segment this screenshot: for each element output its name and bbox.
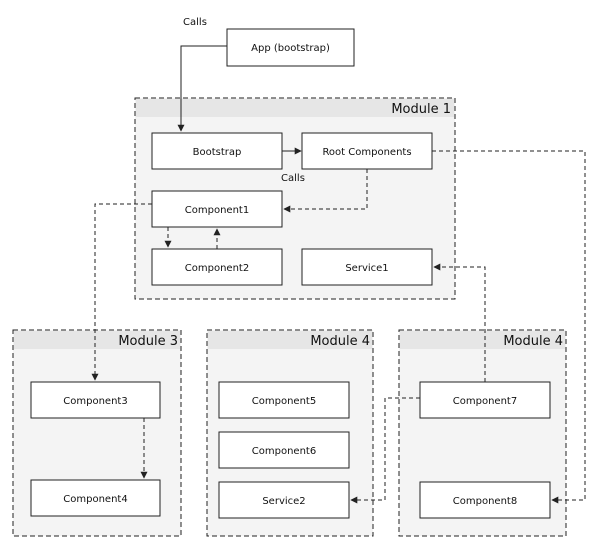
node-component8: Component8 (419, 481, 551, 519)
node-service1: Service1 (301, 248, 433, 286)
component4-label: Component4 (63, 494, 127, 505)
component7-label: Component7 (453, 396, 517, 407)
component6-box (218, 431, 350, 469)
component5-label: Component5 (252, 396, 316, 407)
module-3-header (14, 331, 180, 349)
node-bootstrap: Bootstrap (151, 132, 283, 170)
component7-box (419, 381, 551, 419)
module-4-right-title: Module 4 (503, 334, 563, 349)
edge-app-to-bootstrap (177, 45, 227, 132)
node-component1: Component1 (151, 190, 283, 228)
app-label: App (bootstrap) (251, 43, 330, 54)
component1-label: Component1 (185, 205, 249, 216)
node-component4: Component4 (30, 479, 161, 517)
bootstrap-box (151, 132, 283, 170)
component4-box (30, 479, 161, 517)
node-component2: Component2 (151, 248, 283, 286)
node-component3: Component3 (30, 381, 161, 419)
module-4-right-header (400, 331, 565, 349)
module-1-header (136, 99, 454, 117)
node-service2: Service2 (218, 481, 350, 519)
node-component7: Component7 (419, 381, 551, 419)
component8-box (419, 481, 551, 519)
service2-box (218, 481, 350, 519)
node-root-components: Root Components (301, 132, 433, 170)
service1-box (301, 248, 433, 286)
app-box (226, 28, 355, 67)
node-app: App (bootstrap) (226, 28, 355, 67)
module-3-title: Module 3 (118, 334, 178, 349)
component3-label: Component3 (63, 396, 127, 407)
edge-component7-to-service1 (433, 263, 486, 382)
service1-label: Service1 (345, 263, 388, 274)
calls-label-root: Calls (281, 173, 305, 184)
component2-label: Component2 (185, 263, 249, 274)
calls-label-top: Calls (183, 17, 207, 28)
component5-box (218, 381, 350, 419)
component1-box (151, 190, 283, 228)
component3-box (30, 381, 161, 419)
edge-component7-to-service2 (350, 397, 420, 504)
module-4-center-title: Module 4 (310, 334, 370, 349)
component8-label: Component8 (453, 496, 517, 507)
node-component6: Component6 (218, 431, 350, 469)
root-components-label: Root Components (322, 147, 411, 158)
module-1-title: Module 1 (391, 102, 451, 117)
module-4-center-header (208, 331, 372, 349)
edge-component1-to-component3 (91, 203, 152, 381)
service2-label: Service2 (262, 496, 305, 507)
component6-label: Component6 (252, 446, 316, 457)
bootstrap-label: Bootstrap (193, 147, 242, 158)
root-components-box (301, 132, 433, 170)
edge-root-to-component8 (432, 150, 586, 504)
node-component5: Component5 (218, 381, 350, 419)
